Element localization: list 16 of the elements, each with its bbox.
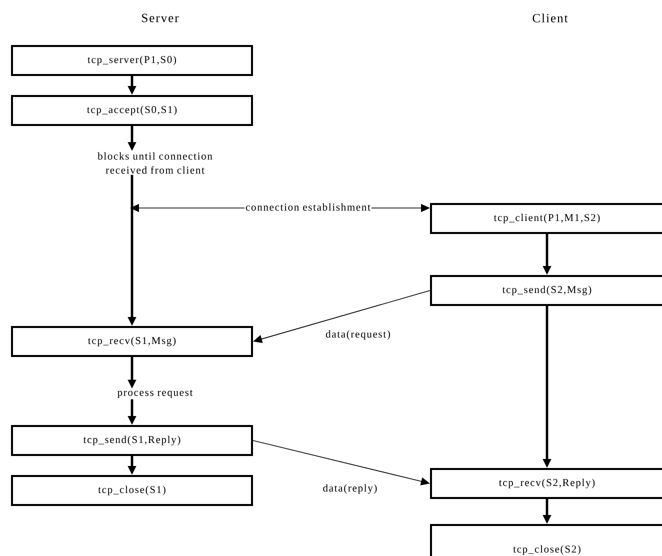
function-box: tcp_close(S2) [430,524,662,556]
step-text: blocks until connection received from client [98,152,212,174]
function-box: tcp_send(S1,Reply) [11,425,253,456]
function-box: tcp_server(P1,S0) [11,45,253,76]
edge-label: connection establishment [244,202,372,212]
function-box: tcp_send(S2,Msg) [430,275,662,306]
function-box: tcp_client(P1,M1,S2) [430,203,662,234]
function-box: tcp_recv(S2,Reply) [430,468,662,499]
function-box: tcp_close(S1) [11,475,253,506]
column-heading: Server [142,14,179,22]
edge-label: data(reply) [322,483,378,495]
column-heading: Client [532,14,568,22]
step-text: process request [117,390,193,398]
function-box: tcp_accept(S0,S1) [11,95,253,126]
edge-label: data(request) [324,329,392,341]
function-box: tcp_recv(S1,Msg) [11,326,253,357]
